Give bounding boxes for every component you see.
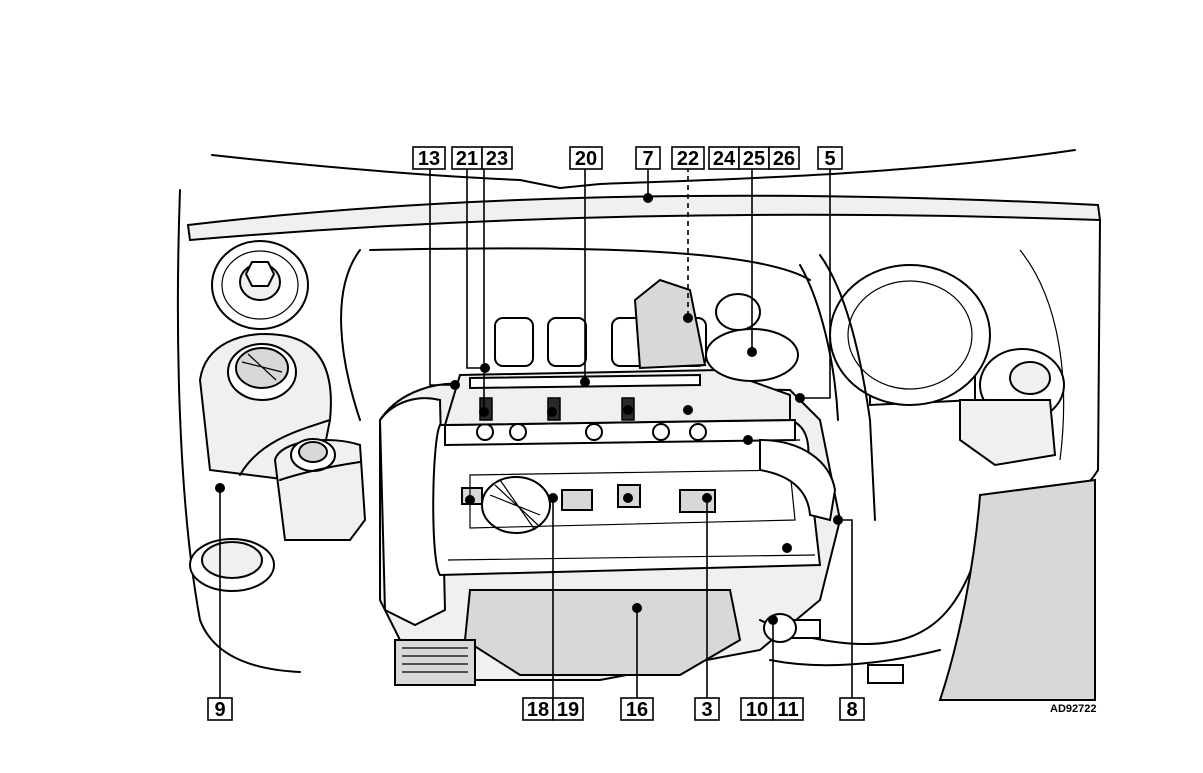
callout-7: 7 bbox=[635, 146, 661, 170]
callout-23: 23 bbox=[481, 146, 513, 170]
svg-text:13: 13 bbox=[418, 148, 440, 170]
wiring-lower bbox=[769, 649, 941, 667]
callout-5: 5 bbox=[817, 146, 843, 170]
brake-fluid-reservoir bbox=[273, 438, 367, 541]
svg-text:24: 24 bbox=[713, 148, 736, 170]
callout-21: 21 bbox=[451, 146, 483, 170]
svg-text:22: 22 bbox=[677, 148, 699, 170]
hose-upper bbox=[340, 247, 811, 421]
svg-text:11: 11 bbox=[777, 699, 798, 721]
svg-text:5: 5 bbox=[824, 148, 835, 170]
strut-tower-left bbox=[211, 240, 309, 330]
callout-8: 8 bbox=[839, 697, 865, 721]
cowl-panel bbox=[186, 194, 1102, 242]
radiator-hose bbox=[759, 438, 837, 522]
callout-11: 11 bbox=[772, 697, 804, 721]
fuse-box bbox=[959, 399, 1057, 467]
svg-text:20: 20 bbox=[575, 148, 597, 170]
hood-edge bbox=[211, 149, 1076, 189]
fuel-rail bbox=[444, 418, 796, 447]
callout-18: 18 bbox=[522, 697, 554, 721]
callout-10: 10 bbox=[740, 697, 774, 721]
svg-text:9: 9 bbox=[214, 699, 225, 721]
manifold-bracket bbox=[633, 278, 707, 370]
callout-22: 22 bbox=[671, 146, 705, 170]
fender-edge-right bbox=[1019, 249, 1065, 461]
svg-text:7: 7 bbox=[642, 148, 653, 170]
svg-text:3: 3 bbox=[701, 699, 712, 721]
svg-text:16: 16 bbox=[626, 699, 648, 721]
washer-reservoir-cap bbox=[189, 538, 275, 592]
svg-text:19: 19 bbox=[557, 699, 579, 721]
oil-filler-cap bbox=[481, 476, 551, 534]
figure-reference-code: AD92722 bbox=[1050, 703, 1096, 715]
lower-engine-cover bbox=[463, 589, 742, 676]
intake-duct bbox=[378, 397, 447, 627]
brake-booster bbox=[829, 264, 991, 406]
alternator bbox=[394, 639, 476, 686]
svg-text:21: 21 bbox=[456, 148, 478, 170]
callout-19: 19 bbox=[552, 697, 584, 721]
svg-text:10: 10 bbox=[746, 699, 768, 721]
leader-lines bbox=[215, 167, 853, 698]
svg-text:23: 23 bbox=[486, 148, 508, 170]
callout-3: 3 bbox=[694, 697, 720, 721]
svg-text:25: 25 bbox=[743, 148, 765, 170]
callout-9: 9 bbox=[207, 697, 233, 721]
inner-fender-left bbox=[176, 189, 301, 673]
vacuum-line bbox=[239, 419, 361, 481]
hose-right-2 bbox=[799, 264, 839, 421]
svg-text:8: 8 bbox=[846, 699, 857, 721]
callout-16: 16 bbox=[620, 697, 654, 721]
svg-text:26: 26 bbox=[773, 148, 795, 170]
callout-25: 25 bbox=[738, 146, 770, 170]
callout-26: 26 bbox=[768, 146, 800, 170]
callout-13: 13 bbox=[412, 146, 446, 170]
sensor-connector-lower bbox=[763, 613, 904, 684]
air-intake-right bbox=[938, 478, 1096, 701]
callout-20: 20 bbox=[569, 146, 603, 170]
callout-24: 24 bbox=[708, 146, 740, 170]
svg-text:18: 18 bbox=[527, 699, 549, 721]
